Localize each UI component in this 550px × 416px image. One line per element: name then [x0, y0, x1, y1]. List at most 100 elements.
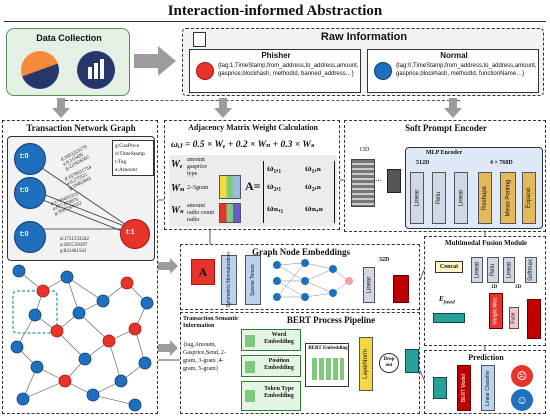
- mlp-label: MLP Encoder: [426, 150, 463, 156]
- graph-node: [14, 177, 46, 209]
- gne-label: Graph Node Embeddings: [251, 247, 351, 257]
- reshape-layer: Reshape: [478, 172, 492, 224]
- efused-subscript: fused: [443, 300, 455, 306]
- bert-label: BERT Process Pipeline: [286, 315, 376, 325]
- weight-alloc-box: Weight Alloc: [489, 293, 503, 329]
- graph-node: [120, 219, 150, 249]
- matrix-cell: ω₁,ₙ: [305, 163, 322, 173]
- embedding-block: [527, 299, 541, 339]
- down-arrow-icon: [444, 98, 462, 118]
- edge-attr: a:2015.59397: [60, 243, 88, 248]
- ellipsis: ⋯: [375, 177, 382, 185]
- matrix-a-box: A: [191, 259, 215, 285]
- legend-item: t:Tag: [115, 159, 127, 165]
- page-title: Interaction-informed Abstraction: [167, 3, 383, 19]
- linear-layer: Linear: [503, 257, 515, 283]
- tng-legend: g:GasPrice d:TimeStamp t:Tag a:Amount: [112, 140, 154, 176]
- stack-icon: [219, 175, 241, 199]
- dropout-box: Drop out: [379, 353, 399, 373]
- legend-item: g:GasPrice: [115, 143, 140, 149]
- phisher-box: Phisher {tag:1,TimeStamp,from_address,to…: [189, 49, 361, 93]
- softmax-layer: Softmax: [525, 257, 537, 283]
- mfm-label: Multimodal Fusion Module: [444, 239, 528, 247]
- embedding-block: [433, 377, 447, 399]
- bert-model-box: BERT Model: [457, 365, 471, 411]
- edge-label: d:1751533342 a:2015.59397 g:821461541: [60, 237, 89, 255]
- token-type-embedding-box: Token Type Embedding: [241, 381, 301, 411]
- prediction-label: Prediction: [468, 353, 504, 362]
- raw-information-panel: Raw Information Phisher {tag:1,TimeStamp…: [182, 28, 544, 96]
- prediction-panel: Prediction BERT Model Linear Classifier …: [424, 350, 546, 414]
- linear-layer: Linear: [363, 267, 375, 303]
- normal-label: Normal: [440, 51, 468, 60]
- embedding-block: [433, 313, 465, 323]
- dim-3d: 3D: [515, 285, 522, 290]
- graph-node: [14, 143, 46, 175]
- mlp-encoder-box: MLP Encoder 512D 4 × 768D Linear Relu Li…: [405, 147, 543, 229]
- linear-layer: Linear: [454, 172, 468, 224]
- box-label: Position Embedding: [264, 358, 294, 371]
- tng-detail-box: t:0 t:0 t:0 t:1 g:GasPrice d:TimeStamp t…: [7, 136, 155, 261]
- ws-desc: amount radio count radio: [187, 203, 215, 223]
- phisher-logo-icon: [21, 51, 59, 89]
- position-embedding-box: Position Embedding: [241, 355, 301, 377]
- embedding-block: [405, 349, 419, 373]
- matrix-cell: ω₂,ₙ: [305, 181, 322, 191]
- transaction-network: [10, 264, 154, 412]
- spe-label: Soft Prompt Encoder: [405, 123, 487, 133]
- we-label: Wₑ: [171, 159, 183, 170]
- legend-item: d:TimeStamp: [115, 151, 145, 157]
- weight-formula: ωᵢⱼ = 0.5 × Wₑ + 0.2 × Wₙ + 0.3 × Wₛ: [171, 140, 315, 150]
- embedding-icon: [245, 335, 255, 347]
- edge-attr: d:1751533342: [60, 237, 89, 242]
- tsi-text: {tag,Amount, Gasprice,Send, 2-gram, 3-gr…: [183, 342, 226, 372]
- matrix-cell: ω₂,₁: [267, 181, 282, 191]
- relu-layer: Relu: [432, 172, 446, 224]
- matrix-cell: ωₙ,₁: [267, 203, 284, 213]
- matrix-cell: ω₁,₁: [267, 163, 282, 173]
- dim-1d: 1D: [491, 285, 498, 290]
- embedding-icon: [245, 390, 255, 402]
- phisher-text: {tag:1,TimeStamp,from_address,to_address…: [218, 63, 359, 77]
- concat-box: Concat: [435, 261, 463, 273]
- edge-attr: g:821461541: [60, 249, 87, 254]
- bert-embedding-box: BERT Embedding: [305, 343, 349, 387]
- down-arrow-icon: [214, 98, 232, 118]
- dim-32d: 32D: [379, 257, 390, 263]
- graph-node: [14, 221, 46, 253]
- node-tag: t:0: [20, 231, 29, 238]
- arrow-icon: [134, 46, 176, 76]
- phisher-label: Phisher: [261, 51, 291, 60]
- adjacency-matrix-panel: Adjacency Matrix Weight Calculation ωᵢⱼ …: [164, 120, 340, 230]
- ws-label: Wₛ: [171, 205, 184, 216]
- phisher-face-icon: ☹: [511, 365, 533, 387]
- document-icon: [193, 32, 206, 47]
- feature-stack-icon: [387, 169, 401, 193]
- graph-node-embeddings-panel: Graph Node Embeddings A Symmetric Normal…: [180, 244, 420, 310]
- wn-label: Wₙ: [171, 183, 185, 194]
- fuse-box: Fuse: [509, 307, 519, 329]
- transaction-network-graph-panel: Transaction Network Graph t:0 t:0 t:0 t:…: [2, 120, 158, 414]
- normal-face-icon: ☺: [511, 389, 533, 411]
- node-tag: t:0: [20, 187, 29, 194]
- dim-512d: 512D: [416, 160, 430, 166]
- tsi-label: Transaction Semantic Information: [183, 316, 239, 329]
- normal-logo-icon: [77, 51, 115, 89]
- data-collection-label: Data Collection: [36, 33, 102, 43]
- title-underline: [4, 21, 546, 22]
- down-arrow-icon: [52, 98, 70, 118]
- weight-panel: Wₑ amount gasprice type Wₙ 2–5gram Wₛ am…: [169, 155, 337, 227]
- dim-4x768d: 4 × 768D: [490, 160, 513, 166]
- box-label: Word Embedding: [264, 332, 294, 345]
- phisher-dot: [196, 62, 214, 80]
- layer-label: Drop out: [383, 357, 395, 368]
- box-label: BERT Embedding: [308, 346, 348, 351]
- linear-layer: Linear: [410, 172, 424, 224]
- relu-layer: Relu: [487, 257, 499, 283]
- wn-desc: 2–5gram: [187, 185, 209, 191]
- legend-item: a:Amount: [115, 167, 137, 173]
- raw-information-label: Raw Information: [320, 31, 408, 43]
- feature-stack-icon: [351, 159, 375, 207]
- mean-pooling-layer: Mean Pooling: [500, 172, 516, 224]
- connector-line: [60, 100, 460, 101]
